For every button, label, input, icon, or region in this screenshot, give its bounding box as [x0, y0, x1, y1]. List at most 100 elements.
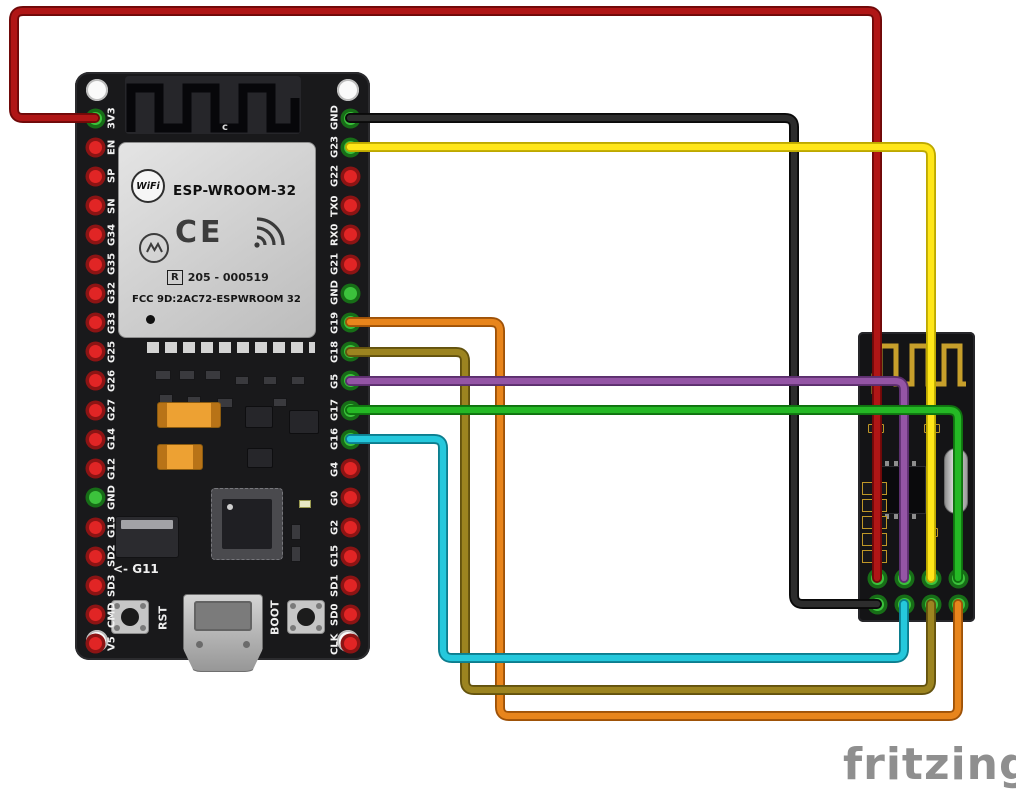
esp32-right-pin-g2[interactable] [343, 520, 357, 534]
esp32-left-pin-v5[interactable] [88, 637, 102, 651]
smd-component [898, 448, 910, 462]
esp32-right-pin-g16[interactable] [343, 432, 357, 446]
nrf-pin-ce[interactable] [951, 571, 965, 585]
esp32-left-pin-label-en: EN [106, 139, 118, 155]
esp32-right-pin-g22[interactable] [343, 169, 357, 183]
esp32-right-pin-label-g5: G5 [329, 373, 341, 389]
esp32-left-pin-sn[interactable] [88, 199, 102, 213]
esp32-left-pin-g32[interactable] [88, 286, 102, 300]
esp32-left-pin-g35[interactable] [88, 257, 102, 271]
esp32-right-pin-rx0[interactable] [343, 228, 357, 242]
esp32-right-pin-label-sd1: SD1 [329, 574, 341, 597]
esp32-right-pin-label-g15: G15 [329, 545, 341, 568]
esp32-right-pin-label-g22: G22 [329, 165, 341, 188]
esp32-left-pin-label-3v3: 3V3 [106, 107, 118, 129]
esp32-right-pin-g17[interactable] [343, 403, 357, 417]
smd-component [205, 370, 221, 380]
esp32-left-pin-en[interactable] [88, 140, 102, 154]
esp32-left-pin-g26[interactable] [88, 374, 102, 388]
esp32-right-pin-g5[interactable] [343, 374, 357, 388]
wire-g5-csn[interactable] [345, 376, 909, 583]
rf-waves-icon [254, 217, 285, 248]
solder-pad [876, 482, 887, 495]
esp32-left-pin-sp[interactable] [88, 169, 102, 183]
esp32-left-pin-g34[interactable] [88, 228, 102, 242]
nrf-pin-mosi[interactable] [924, 571, 938, 585]
esp32-left-pin-sd3[interactable] [88, 579, 102, 593]
esp32-left-pin-label-g25: G25 [106, 340, 118, 363]
nrf24l01-module[interactable] [858, 332, 975, 622]
usb-dimple [196, 641, 203, 648]
esp32-left-pin-g27[interactable] [88, 403, 102, 417]
smd-component [155, 370, 171, 380]
esp32-right-pin-tx0[interactable] [343, 199, 357, 213]
esp32-left-pin-3v3[interactable] [88, 111, 102, 125]
esp32-left-pin-label-g26: G26 [106, 369, 118, 393]
esp32-left-pin-g33[interactable] [88, 316, 102, 330]
nrf-pin-miso[interactable] [951, 597, 965, 611]
wire-g18-sck[interactable] [345, 347, 936, 695]
boot-button[interactable] [287, 600, 325, 634]
esp32-left-pin-label-sd3: SD3 [106, 574, 118, 597]
esp32-left-pin-label-g32: G32 [106, 282, 118, 305]
esp32-right-pin-g19[interactable] [343, 316, 357, 330]
esp32-right-pin-clk[interactable] [343, 637, 357, 651]
solder-pad [876, 499, 887, 512]
esp32-left-pin-label-g34: G34 [106, 223, 118, 246]
esp32-left-pin-g14[interactable] [88, 432, 102, 446]
esp32-left-pin-label-gnd: GND [106, 485, 118, 511]
wire-gnd-gnd[interactable] [345, 113, 882, 609]
esp32-left-pin-label-sn: SN [106, 197, 118, 214]
esp32-right-pin-label-gnd: GND [329, 105, 341, 131]
solder-pad [862, 482, 873, 495]
ce-mark: CE [175, 215, 224, 250]
esp32-right-pin-label-tx0: TX0 [329, 194, 341, 217]
nrf-pin-irq[interactable] [897, 597, 911, 611]
esp32-right-pin-label-rx0: RX0 [329, 223, 341, 247]
esp-wroom-32-shield: WiFi ESP-WROOM-32 CE R 205 - 000519 FCC … [118, 142, 316, 338]
esp32-right-pin-label-g19: G19 [329, 311, 341, 334]
esp32-left-pin-gnd[interactable] [88, 491, 102, 505]
esp32-left-pin-label-g14: G14 [106, 428, 118, 451]
esp32-right-pin-g23[interactable] [343, 140, 357, 154]
smd-component [928, 528, 938, 537]
esp32-right-pin-sd0[interactable] [343, 608, 357, 622]
esp32-right-pin-g21[interactable] [343, 257, 357, 271]
nrf-pin-vcc[interactable] [870, 571, 884, 585]
esp32-left-pin-sd2[interactable] [88, 549, 102, 563]
solder-pad [876, 516, 887, 529]
smd-component [179, 370, 195, 380]
esp32-right-pin-g0[interactable] [343, 491, 357, 505]
esp32-right-pin-gnd[interactable] [343, 286, 357, 300]
esp32-left-pin-cmd[interactable] [88, 608, 102, 622]
esp32-devkit-board[interactable]: c WiFi ESP-WROOM-32 CE R 205 - 000519 FC… [75, 72, 370, 672]
esp32-left-pin-label-cmd: CMD [106, 601, 118, 628]
mounting-hole [86, 79, 108, 101]
wire-g16-irq[interactable] [345, 434, 909, 663]
esp32-right-pin-g15[interactable] [343, 549, 357, 563]
smd-component [900, 420, 909, 436]
reg-number-line: R 205 - 000519 [167, 270, 269, 285]
wire-g23-mosi[interactable] [345, 142, 936, 583]
shield-castellation-pads [147, 342, 315, 353]
capacitor [157, 402, 221, 428]
rst-button[interactable] [111, 600, 149, 634]
esp32-right-pin-gnd[interactable] [343, 111, 357, 125]
esp32-right-pin-sd1[interactable] [343, 579, 357, 593]
esp32-right-pin-label-g21: G21 [329, 253, 341, 276]
esp32-right-pin-g4[interactable] [343, 462, 357, 476]
esp32-left-pin-label-g35: G35 [106, 253, 118, 276]
nrf-antenna-trace [870, 336, 970, 398]
esp32-right-pin-label-g4: G4 [329, 461, 341, 477]
mounting-hole [337, 79, 359, 101]
esp32-right-pin-label-sd0: SD0 [329, 603, 341, 626]
solder-pad [862, 516, 873, 529]
esp32-left-pin-g12[interactable] [88, 462, 102, 476]
nrf-pin-gnd[interactable] [870, 597, 884, 611]
nrf-pin-csn[interactable] [897, 571, 911, 585]
nrf-pin-sck[interactable] [924, 597, 938, 611]
esp32-right-pin-g18[interactable] [343, 345, 357, 359]
esp32-left-pin-g13[interactable] [88, 520, 102, 534]
esp32-left-pin-g25[interactable] [88, 345, 102, 359]
chip-pin1-dot [227, 504, 233, 510]
